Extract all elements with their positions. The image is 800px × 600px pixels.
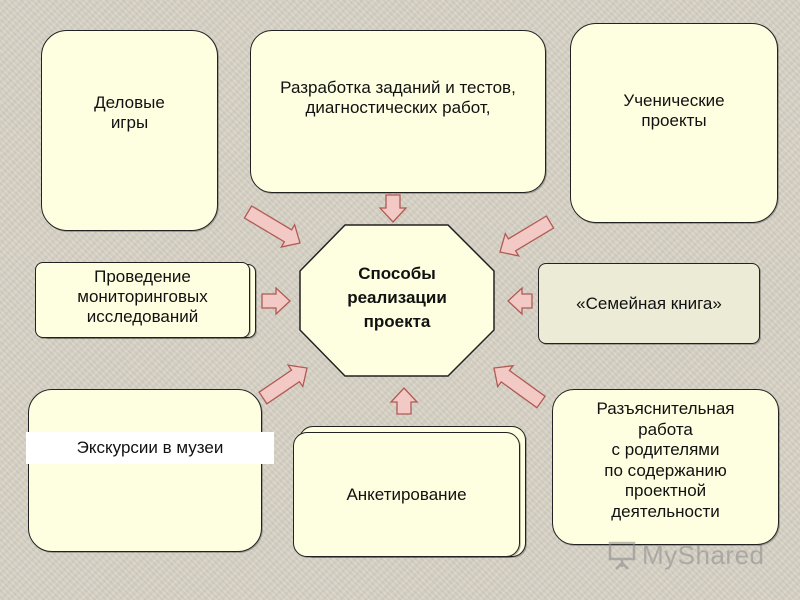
box-parents-work: Разъяснительная работа с родителями по с… — [552, 389, 779, 545]
box-museum-tours — [28, 389, 262, 552]
watermark: MyShared — [606, 538, 765, 572]
watermark-text: MyShared — [642, 539, 765, 570]
arrow-from-monitoring — [261, 286, 291, 316]
arrow-from-family-book — [507, 286, 533, 316]
arrow-from-survey — [389, 387, 419, 415]
box-student-projects: Ученические проекты — [570, 23, 778, 223]
box-monitoring: Проведение мониторинговых исследований — [35, 262, 250, 338]
presentation-board-icon — [608, 541, 636, 570]
museum-tours-label: Экскурсии в музеи — [26, 432, 274, 464]
center-label: Способы реализации проекта — [347, 264, 447, 331]
box-business-games: Деловые игры — [41, 30, 218, 231]
arrow-from-museum-tours — [258, 364, 308, 405]
box-tasks-tests: Разработка заданий и тестов, диагностиче… — [250, 30, 546, 193]
arrow-from-student-projects — [499, 215, 555, 257]
arrow-from-parents-work — [493, 364, 547, 409]
center-octagon — [299, 224, 495, 377]
arrow-from-tasks-tests — [378, 194, 408, 223]
box-family-book: «Семейная книга» — [538, 263, 760, 344]
box-survey: Анкетирование — [293, 432, 520, 557]
arrow-from-business-games — [243, 205, 301, 248]
